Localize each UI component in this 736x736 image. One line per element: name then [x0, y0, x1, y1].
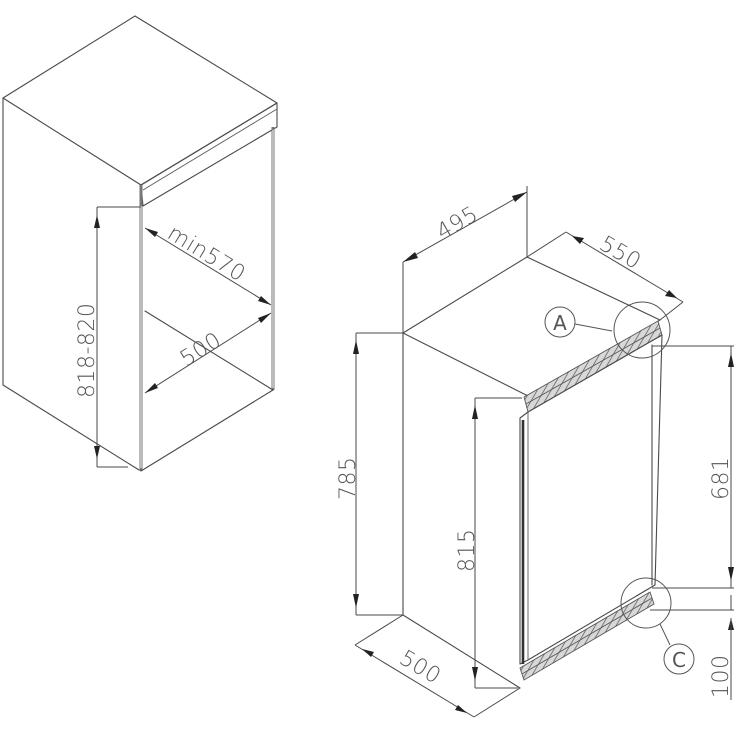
callout-bubble-c — [663, 643, 695, 675]
dimension-495: 495 — [402, 186, 528, 333]
appliance-top-face — [402, 256, 661, 399]
callout-a: A — [544, 301, 671, 359]
cabinet-top-surface — [2, 15, 278, 186]
dimension-100: 100 — [650, 595, 734, 700]
dim-label-818-820: 818-820 — [75, 303, 100, 398]
dim-label-785: 785 — [336, 457, 361, 501]
callout-label-a: A — [553, 311, 567, 335]
dimension-500-cabinet: 500 — [144, 312, 272, 394]
dimension-818-820: 818-820 — [75, 206, 141, 468]
appliance: 495 550 785 815 — [336, 186, 734, 718]
cabinet-bottom-left-edge — [2, 384, 140, 471]
dim-label-100: 100 — [709, 655, 734, 699]
callout-c: C — [620, 577, 695, 675]
cabinet-niche: min570 500 818-820 — [2, 15, 278, 472]
dimension-min570: min570 — [144, 221, 272, 306]
niche-inner-diagonal — [144, 310, 274, 391]
appliance-door — [519, 334, 663, 665]
appliance-bottom-edge — [402, 614, 521, 689]
detail-circle-c — [620, 577, 672, 629]
callout-label-c: C — [672, 648, 686, 672]
dim-label-815: 815 — [455, 529, 480, 573]
callout-bubble-a — [544, 306, 576, 338]
dim-label-550: 550 — [595, 232, 645, 275]
dimension-681: 681 — [652, 345, 734, 589]
dim-label-500-base: 500 — [395, 646, 445, 690]
dimension-785: 785 — [336, 332, 403, 616]
worktop-edge — [140, 102, 278, 207]
niche-floor-edge — [140, 389, 274, 472]
dim-label-495: 495 — [433, 202, 483, 245]
dim-label-681: 681 — [709, 457, 734, 501]
dimension-815: 815 — [455, 397, 522, 689]
dim-label-min570: min570 — [163, 221, 250, 288]
dimension-500-base: 500 — [354, 614, 521, 718]
dimension-550: 550 — [526, 232, 684, 321]
detail-circle-a — [613, 301, 671, 359]
